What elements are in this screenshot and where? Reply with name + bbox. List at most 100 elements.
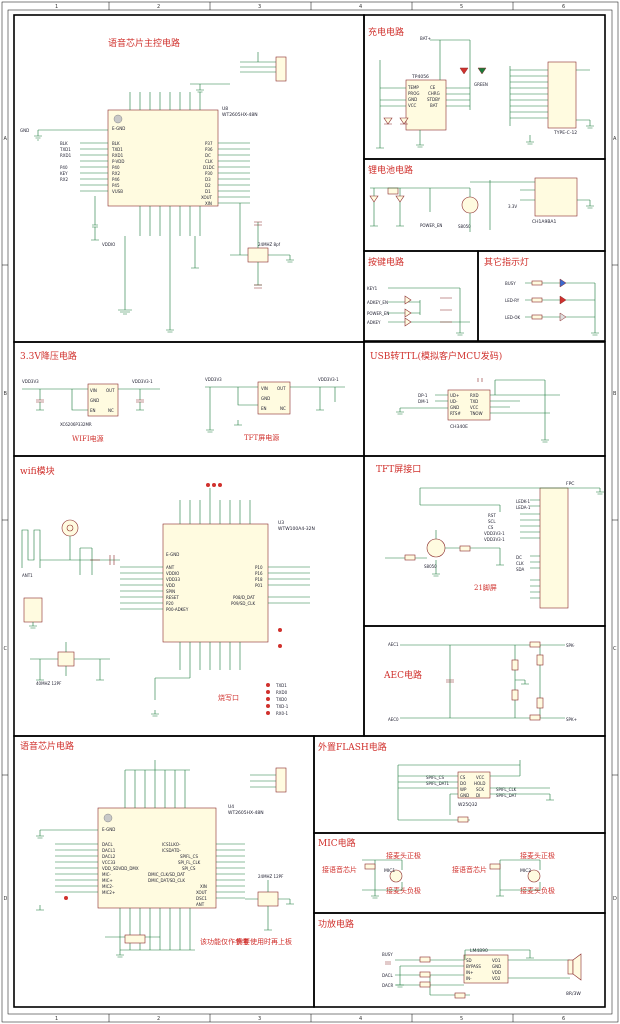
chip-pin: MIC+ xyxy=(102,878,113,883)
panel-usb-ttl: USB转TTL(模拟客户MCU发码) UD+ UD- GND RTS# RXD … xyxy=(363,341,606,457)
net-label: P40 xyxy=(60,165,68,170)
chip-pin: P10 xyxy=(255,565,263,570)
chip-pin: VIN xyxy=(261,386,268,391)
burn-net: TXD0 xyxy=(275,697,287,702)
chip-pin: E-GND xyxy=(102,827,115,832)
chip-pin: VUSB xyxy=(112,189,123,194)
panel-title: 外置FLASH电路 xyxy=(318,741,387,753)
resistor xyxy=(404,554,416,561)
chip-pin: P37 xyxy=(205,141,213,146)
mic1 xyxy=(389,869,403,883)
net-label: ADKEY_EN xyxy=(367,300,388,305)
resistor xyxy=(419,981,431,988)
chip-pin: ANT xyxy=(196,902,205,907)
diode xyxy=(395,195,405,203)
speaker-label: 8R/3W xyxy=(566,991,581,997)
net-label: AEC0 xyxy=(388,717,399,722)
chip-pin: SPI_CS xyxy=(182,866,196,871)
chip-pin: GND xyxy=(261,396,270,401)
chip-ref: U8 xyxy=(222,106,228,112)
chip-pin: NC xyxy=(108,408,114,413)
net-label: VDD3V3 xyxy=(22,379,39,384)
connector-j xyxy=(275,56,287,82)
net-label: KEY xyxy=(60,171,68,176)
chip-pin: DO xyxy=(460,781,466,786)
chip-pin: UD- xyxy=(450,399,458,404)
row-label: D xyxy=(613,896,617,902)
chip-pin: VDD xyxy=(492,970,501,975)
chip-pin: P36 xyxy=(205,147,213,152)
chip-pin: MIC- xyxy=(102,872,111,877)
net-label: DP-1 xyxy=(418,393,428,398)
speaker-icon xyxy=(567,959,574,975)
panel-flash: 外置FLASH电路 CS DO WP GND VCC HOLD SCK DI W… xyxy=(313,735,606,834)
chip-pin: VCC33 xyxy=(102,860,116,865)
led-blue xyxy=(559,278,567,288)
chip-pin: IN+ xyxy=(466,970,474,975)
chip-pin: DACL1 xyxy=(102,848,116,853)
chip-pin: GND xyxy=(450,405,459,410)
chip-pin: P20 xyxy=(166,601,174,606)
net-label: DC xyxy=(516,555,522,560)
chip-pin: BAT xyxy=(430,103,438,108)
chip-pin: D1 xyxy=(205,189,211,194)
net-label: BUSY xyxy=(505,281,516,286)
row-label: B xyxy=(613,391,617,397)
col-label: 5 xyxy=(460,1016,463,1022)
chip-name: WTW100A4-32N xyxy=(278,526,315,532)
resistor xyxy=(531,280,543,286)
chip-pin: TXD xyxy=(469,399,478,404)
conn-label: TYPE-C-12 xyxy=(553,130,577,136)
diode xyxy=(383,117,393,125)
chip-name: LM4890 xyxy=(470,948,488,954)
chip-name: XC6206P332MR xyxy=(60,422,92,427)
net-label: AEC1 xyxy=(388,642,399,647)
chip-pin: P09/SD_CLK xyxy=(231,601,255,606)
conn-label: FPC xyxy=(566,481,574,487)
chip-name: WT2605HX-48N xyxy=(222,112,258,118)
chip-pin: MIC2+ xyxy=(102,890,115,895)
row-label: C xyxy=(4,646,8,652)
chip-pin: D1DC xyxy=(203,165,215,170)
chip-pin: NC xyxy=(280,406,286,411)
row-label: A xyxy=(613,136,617,142)
resistor xyxy=(364,863,376,870)
chip-pin: VO1 xyxy=(492,958,501,963)
resistor xyxy=(529,714,541,721)
led-white xyxy=(559,312,567,322)
chip-pin: CS xyxy=(460,775,466,780)
burn-net: RXD0 xyxy=(276,690,288,695)
net-label: VDD3V3-1 xyxy=(484,537,505,542)
chip-pin: XOUT xyxy=(196,890,208,895)
crystal-label: 40MHZ 12PF xyxy=(36,681,62,686)
chip-pin: XOUT xyxy=(201,195,213,200)
net-label: SPK- xyxy=(566,643,575,648)
connector-j xyxy=(275,767,287,793)
panel-title: MIC电路 xyxy=(318,837,356,849)
panel-title: 语音芯片主控电路 xyxy=(108,37,180,49)
chip-pin: P01 xyxy=(255,583,263,588)
col-label: 2 xyxy=(157,4,160,10)
chip-name: TP4056 xyxy=(411,74,429,80)
col-label: 6 xyxy=(562,1016,565,1022)
chip-wtw100a4 xyxy=(162,523,269,643)
diode xyxy=(399,117,409,125)
panel-title: USB转TTL(模拟客户MCU发码) xyxy=(370,350,502,362)
crystal-label: 24MHZ 8pf xyxy=(258,242,281,247)
chip-pin: E-GND xyxy=(166,552,179,557)
chip-pin: GND xyxy=(460,793,469,798)
crystal-y xyxy=(257,891,279,907)
led-red xyxy=(459,67,469,75)
chip-pin: UD+ xyxy=(450,393,459,398)
chip-pin: RXD xyxy=(470,393,479,398)
chip-pin: CHRG xyxy=(428,91,440,96)
panel-title: 3.3V降压电路 xyxy=(20,350,77,362)
chip-pin: P45 xyxy=(112,183,120,188)
chip-pin: P08/D_DAT xyxy=(233,595,255,600)
gnd-label: GND xyxy=(20,128,29,133)
chip-pin: GND xyxy=(492,964,501,969)
chip-pin: IN- xyxy=(466,976,472,981)
net-label: DACL xyxy=(382,973,393,978)
panel-title: 其它指示灯 xyxy=(484,256,529,268)
